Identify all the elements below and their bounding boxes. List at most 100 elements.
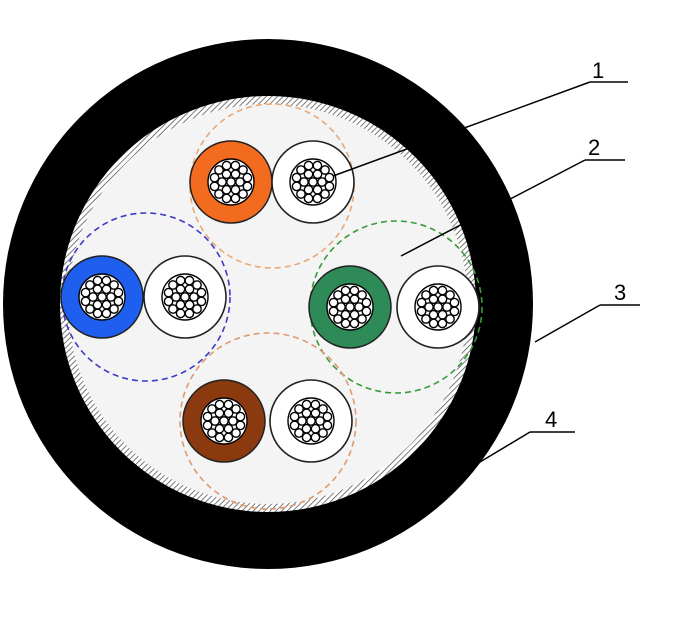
pair-blue [60, 212, 231, 382]
conductor-orange-strand [221, 193, 232, 204]
conductor-white-orange-strand [308, 177, 318, 187]
conductor-green-strand [357, 314, 367, 324]
callout-3-label: 3 [614, 280, 626, 305]
conductor-white-brown-strand [322, 420, 333, 431]
conductor-white-green-strand [445, 314, 455, 324]
conductor-blue-strand [113, 296, 124, 307]
inner-filler [68, 104, 468, 504]
conductor-white-green-strand [437, 285, 448, 296]
conductor-blue-strand [113, 287, 124, 298]
conductor-white-brown-strand [310, 432, 321, 443]
conductor-orange-strand [209, 181, 220, 192]
conductor-white-green-strand [445, 290, 455, 300]
conductor-white-blue-strand [168, 304, 178, 314]
conductor-brown-strand [231, 428, 241, 438]
conductor-green-strand [354, 302, 364, 312]
conductor-white-brown-strand [310, 399, 321, 410]
conductor-orange-strand [209, 172, 220, 183]
conductor-blue-strand [106, 292, 116, 302]
callout-3-leader [534, 304, 601, 343]
conductor-blue-strand [109, 304, 119, 314]
callout-2-leader [400, 159, 586, 257]
conductor-white-blue-strand [196, 287, 207, 298]
conductor-white-brown-strand [294, 404, 304, 414]
conductor-brown-strand [207, 428, 217, 438]
conductor-white-orange-strand [320, 165, 330, 175]
conductor-white-blue-strand [168, 280, 178, 290]
pair-green [308, 220, 483, 394]
conductor-green-strand [345, 302, 355, 312]
conductor-white-orange-strand [303, 193, 314, 204]
conductor-white-green-strand [416, 297, 427, 308]
conductor-orange-strand [238, 165, 248, 175]
conductor-brown-strand [231, 404, 241, 414]
conductor-white-blue-strand [175, 275, 186, 286]
conductor-white-brown-strand [301, 399, 312, 410]
conductor-blue-strand [97, 292, 107, 302]
pair-brown [179, 332, 357, 510]
conductor-brown-strand [228, 416, 238, 426]
conductor-orange-strand [214, 189, 224, 199]
conductor-blue-strand [101, 308, 112, 319]
conductor-white-blue-strand [192, 280, 202, 290]
conductor-orange-strand [242, 181, 253, 192]
conductor-blue-strand [85, 280, 95, 290]
conductor-white-blue-strand [184, 275, 195, 286]
conductor-orange-strand [217, 177, 227, 187]
conductor-green-strand [361, 297, 372, 308]
conductor-white-green-strand [428, 318, 439, 329]
conductor-white-brown-strand [297, 416, 307, 426]
conductor-white-brown-strand [294, 428, 304, 438]
conductor-white-blue-strand [171, 292, 181, 302]
conductor-blue-strand [92, 308, 103, 319]
conductor-white-green-strand [421, 314, 431, 324]
conductor-green-strand [361, 306, 372, 317]
conductor-blue-strand [80, 287, 91, 298]
conductor-white-blue-strand [163, 287, 174, 298]
conductor-green-strand [340, 285, 351, 296]
conductor-white-blue-strand [163, 296, 174, 307]
conductor-brown-strand [207, 404, 217, 414]
conductor-brown-strand [214, 399, 225, 410]
conductor-white-green-strand [449, 297, 460, 308]
conductor-white-green-strand [437, 318, 448, 329]
conductor-green-strand [340, 318, 351, 329]
conductor-white-brown-strand [318, 404, 328, 414]
conductor-brown-strand [210, 416, 220, 426]
conductor-white-orange-strand [303, 160, 314, 171]
callout-2-label: 2 [588, 135, 600, 160]
conductor-orange-strand [230, 160, 241, 171]
conductor-brown-strand [214, 432, 225, 443]
conductor-white-orange-strand [291, 181, 302, 192]
conductor-white-green-strand [433, 302, 443, 312]
conductor-green-strand [333, 290, 343, 300]
conductor-blue-strand [92, 275, 103, 286]
conductor-green-strand [349, 285, 360, 296]
callout-1-label: 1 [592, 58, 604, 83]
callout-4-leader [469, 431, 531, 469]
conductor-white-blue-strand [180, 292, 190, 302]
conductor-white-orange-strand [296, 165, 306, 175]
conductor-blue-strand [80, 296, 91, 307]
conductor-blue-strand [101, 275, 112, 286]
conductor-orange-strand [214, 165, 224, 175]
conductor-white-orange-strand [324, 181, 335, 192]
conductor-orange-strand [238, 189, 248, 199]
conductor-orange-strand [221, 160, 232, 171]
conductor-white-brown-strand [306, 416, 316, 426]
conductor-white-brown-strand [289, 411, 300, 422]
conductor-green-strand [336, 302, 346, 312]
conductor-brown-strand [223, 399, 234, 410]
conductor-brown-strand [219, 416, 229, 426]
conductor-brown-strand [235, 420, 246, 431]
conductor-green-strand [333, 314, 343, 324]
conductor-white-blue-strand [192, 304, 202, 314]
conductor-white-orange-strand [291, 172, 302, 183]
conductor-brown-strand [235, 411, 246, 422]
conductor-white-blue-strand [175, 308, 186, 319]
conductor-white-blue-strand [189, 292, 199, 302]
twisted-pairs [60, 103, 483, 510]
conductor-white-green-strand [449, 306, 460, 317]
conductor-green-strand [357, 290, 367, 300]
